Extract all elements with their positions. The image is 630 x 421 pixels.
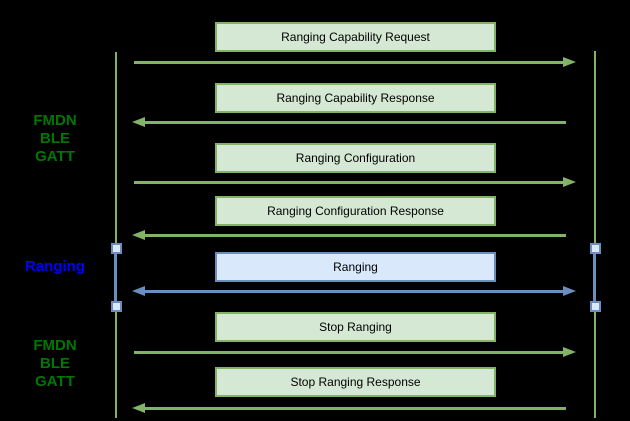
message-label: Stop Ranging xyxy=(319,320,392,334)
phase-label-line: GATT xyxy=(35,148,75,165)
message-arrow-ranging-capability-request xyxy=(132,57,576,67)
message-box-stop-ranging: Stop Ranging xyxy=(215,312,496,342)
message-arrow-stop-ranging-response xyxy=(132,403,576,413)
message-box-stop-ranging-response: Stop Ranging Response xyxy=(215,367,496,397)
arrow-shaft xyxy=(143,234,566,237)
message-label: Ranging Configuration xyxy=(295,151,416,165)
message-box-ranging-configuration: Ranging Configuration xyxy=(215,143,496,173)
phase-label-line: BLE xyxy=(40,130,70,147)
arrow-shaft xyxy=(143,290,565,293)
lifeline-left xyxy=(115,52,117,418)
message-box-ranging: Ranging xyxy=(215,252,496,282)
arrowhead-left-icon xyxy=(132,117,145,127)
message-arrow-ranging-capability-response xyxy=(132,117,576,127)
message-arrow-ranging-configuration-response xyxy=(132,230,576,240)
arrow-shaft xyxy=(143,407,566,410)
arrowhead-right-icon xyxy=(563,57,576,67)
arrowhead-right-icon xyxy=(563,347,576,357)
phase-label-line: FMDN xyxy=(33,337,77,354)
activation-marker-right-top xyxy=(590,243,601,254)
arrow-shaft xyxy=(143,121,566,124)
arrowhead-right-icon xyxy=(563,286,576,296)
arrowhead-right-icon xyxy=(563,177,576,187)
arrowhead-left-icon xyxy=(132,286,145,296)
message-box-ranging-capability-response: Ranging Capability Response xyxy=(215,83,496,113)
phase-label-fmdn-ble-gatt-top: FMDN BLE GATT xyxy=(0,112,110,166)
activation-marker-right-bottom xyxy=(590,301,601,312)
lifeline-left-ranging-segment xyxy=(114,253,117,301)
arrow-shaft xyxy=(134,351,565,354)
message-label: Ranging Capability Response xyxy=(276,91,435,105)
lifeline-right xyxy=(594,51,596,418)
message-label: Ranging xyxy=(333,260,378,274)
message-label: Ranging Configuration Response xyxy=(267,204,444,218)
arrowhead-left-icon xyxy=(132,403,145,413)
arrowhead-left-icon xyxy=(132,230,145,240)
message-label: Ranging Capability Request xyxy=(281,30,430,44)
phase-label-line: Ranging xyxy=(25,258,85,275)
phase-label-fmdn-ble-gatt-bottom: FMDN BLE GATT xyxy=(0,337,110,391)
message-box-ranging-capability-request: Ranging Capability Request xyxy=(215,22,496,52)
message-arrow-ranging-configuration xyxy=(132,177,576,187)
arrow-shaft xyxy=(134,181,565,184)
lifeline-right-ranging-segment xyxy=(593,253,596,301)
phase-label-line: BLE xyxy=(40,355,70,372)
activation-marker-left-top xyxy=(111,243,122,254)
activation-marker-left-bottom xyxy=(111,301,122,312)
message-arrow-stop-ranging xyxy=(132,347,576,357)
message-arrow-ranging-bidirectional xyxy=(132,286,576,296)
phase-label-line: FMDN xyxy=(33,112,77,129)
message-box-ranging-configuration-response: Ranging Configuration Response xyxy=(215,196,496,226)
message-label: Stop Ranging Response xyxy=(290,375,421,389)
phase-label-line: GATT xyxy=(35,373,75,390)
phase-label-ranging: Ranging xyxy=(0,258,110,276)
arrow-shaft xyxy=(134,61,565,64)
